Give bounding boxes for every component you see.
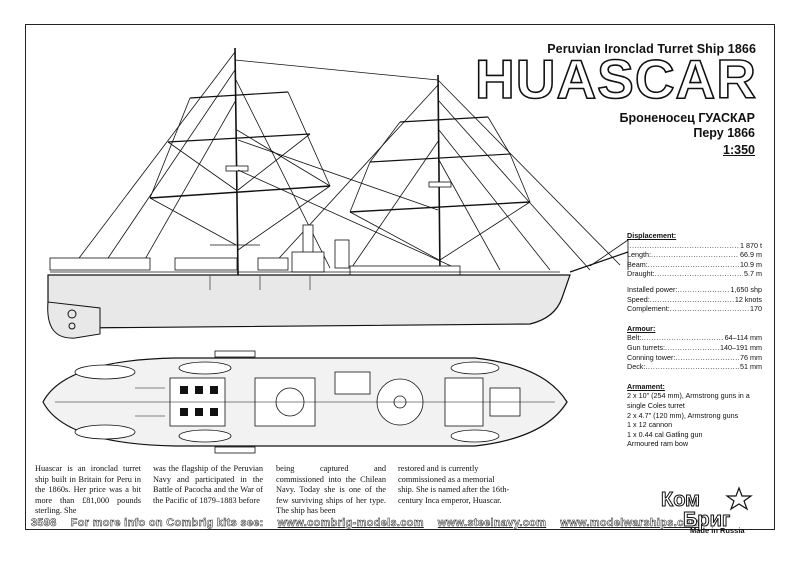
- logo-line-2: Бриг: [683, 509, 730, 531]
- footer-info-text: For more info on Combrig kits see:: [70, 517, 264, 530]
- spec-row: Beam:10.9 m: [627, 260, 762, 270]
- armament-line: 2 x 10" (254 mm), Armstrong guns in a: [627, 391, 750, 401]
- ship-title: HUASCAR: [474, 48, 757, 110]
- spec-row: Speed:12 knots: [627, 295, 762, 305]
- armament-line: 1 x 0.44 cal Gatling gun: [627, 429, 703, 439]
- specifications-panel: Displacement: 1 870 t Length:66.9 m Beam…: [627, 227, 762, 449]
- spec-row: 1 870 t: [627, 241, 762, 251]
- spec-row: Draught:5.7 m: [627, 269, 762, 279]
- description-column-2: was the flagship of the Peruvian Navy an…: [153, 464, 263, 505]
- armament-heading: Armament:: [627, 381, 665, 391]
- description-column-3: being captured and commissioned into the…: [276, 464, 386, 515]
- description-column-4: restored and is currently commissioned a…: [398, 464, 510, 505]
- spec-row: Conning tower:76 mm: [627, 353, 762, 363]
- russian-country-year: Перу 1866: [693, 126, 755, 140]
- spec-row: Installed power:1,650 shp: [627, 285, 762, 295]
- spec-row: Deck:51 mm: [627, 362, 762, 372]
- kombrig-logo: Ком Бриг: [661, 486, 753, 532]
- armour-heading: Armour:: [627, 323, 656, 333]
- spec-row: Length:66.9 m: [627, 250, 762, 260]
- spec-row: Gun turrets:140–191 mm: [627, 343, 762, 353]
- drawing-sheet-border: [25, 24, 775, 530]
- ship-deck-plan-drawing: [42, 350, 568, 454]
- footer-bar: 3598 For more info on Combrig kits see: ww…: [31, 517, 715, 530]
- link-steelnavy[interactable]: www.steelnavy.com: [437, 517, 547, 530]
- ship-subtitle: Peruvian Ironclad Turret Ship 1866: [547, 42, 756, 56]
- link-modelwarships[interactable]: www.modelwarships.com: [560, 517, 701, 530]
- scale-label: 1:350: [723, 143, 755, 157]
- logo-line-1: Ком: [661, 489, 700, 511]
- russian-ship-name: Броненосец ГУАСКАР: [619, 111, 756, 125]
- armament-line: Armoured ram bow: [627, 439, 689, 449]
- link-combrig-models[interactable]: www.combrig-models.com: [277, 517, 424, 530]
- armament-line: single Coles turret: [627, 400, 685, 410]
- displacement-heading: Displacement:: [627, 231, 677, 240]
- description-column-1: Huascar is an ironclad turret ship built…: [35, 464, 141, 515]
- made-in-russia: Made in Russia: [690, 526, 745, 535]
- ship-side-profile-drawing: [47, 47, 629, 339]
- star-icon: [725, 486, 753, 511]
- armament-line: 1 x 12 cannon: [627, 420, 673, 430]
- kit-number: 3598: [31, 517, 57, 530]
- spec-row: Complement:170: [627, 304, 762, 314]
- spec-row: Belt:64–114 mm: [627, 333, 762, 343]
- armament-line: 2 x 4.7" (120 mm), Armstrong guns: [627, 410, 739, 420]
